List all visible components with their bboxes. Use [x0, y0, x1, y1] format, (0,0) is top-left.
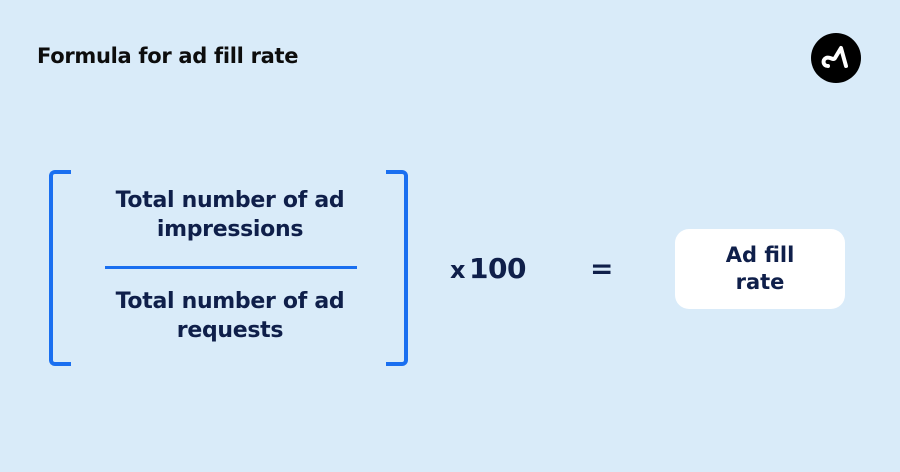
result-box: Ad fill rate: [675, 229, 845, 309]
page-title: Formula for ad fill rate: [37, 44, 299, 68]
fraction-line: [105, 266, 357, 269]
multiply-symbol: x: [450, 256, 465, 284]
left-bracket: [49, 170, 71, 366]
brand-logo: [811, 33, 861, 83]
denominator: Total number of ad requests: [115, 289, 345, 343]
equals-sign: =: [590, 252, 614, 285]
brand-a-logo-icon: [821, 46, 848, 68]
numerator: Total number of ad impressions: [115, 188, 345, 242]
multiplier-value: 100: [468, 252, 526, 285]
right-bracket: [386, 170, 408, 366]
result-label: Ad fill rate: [725, 243, 795, 294]
